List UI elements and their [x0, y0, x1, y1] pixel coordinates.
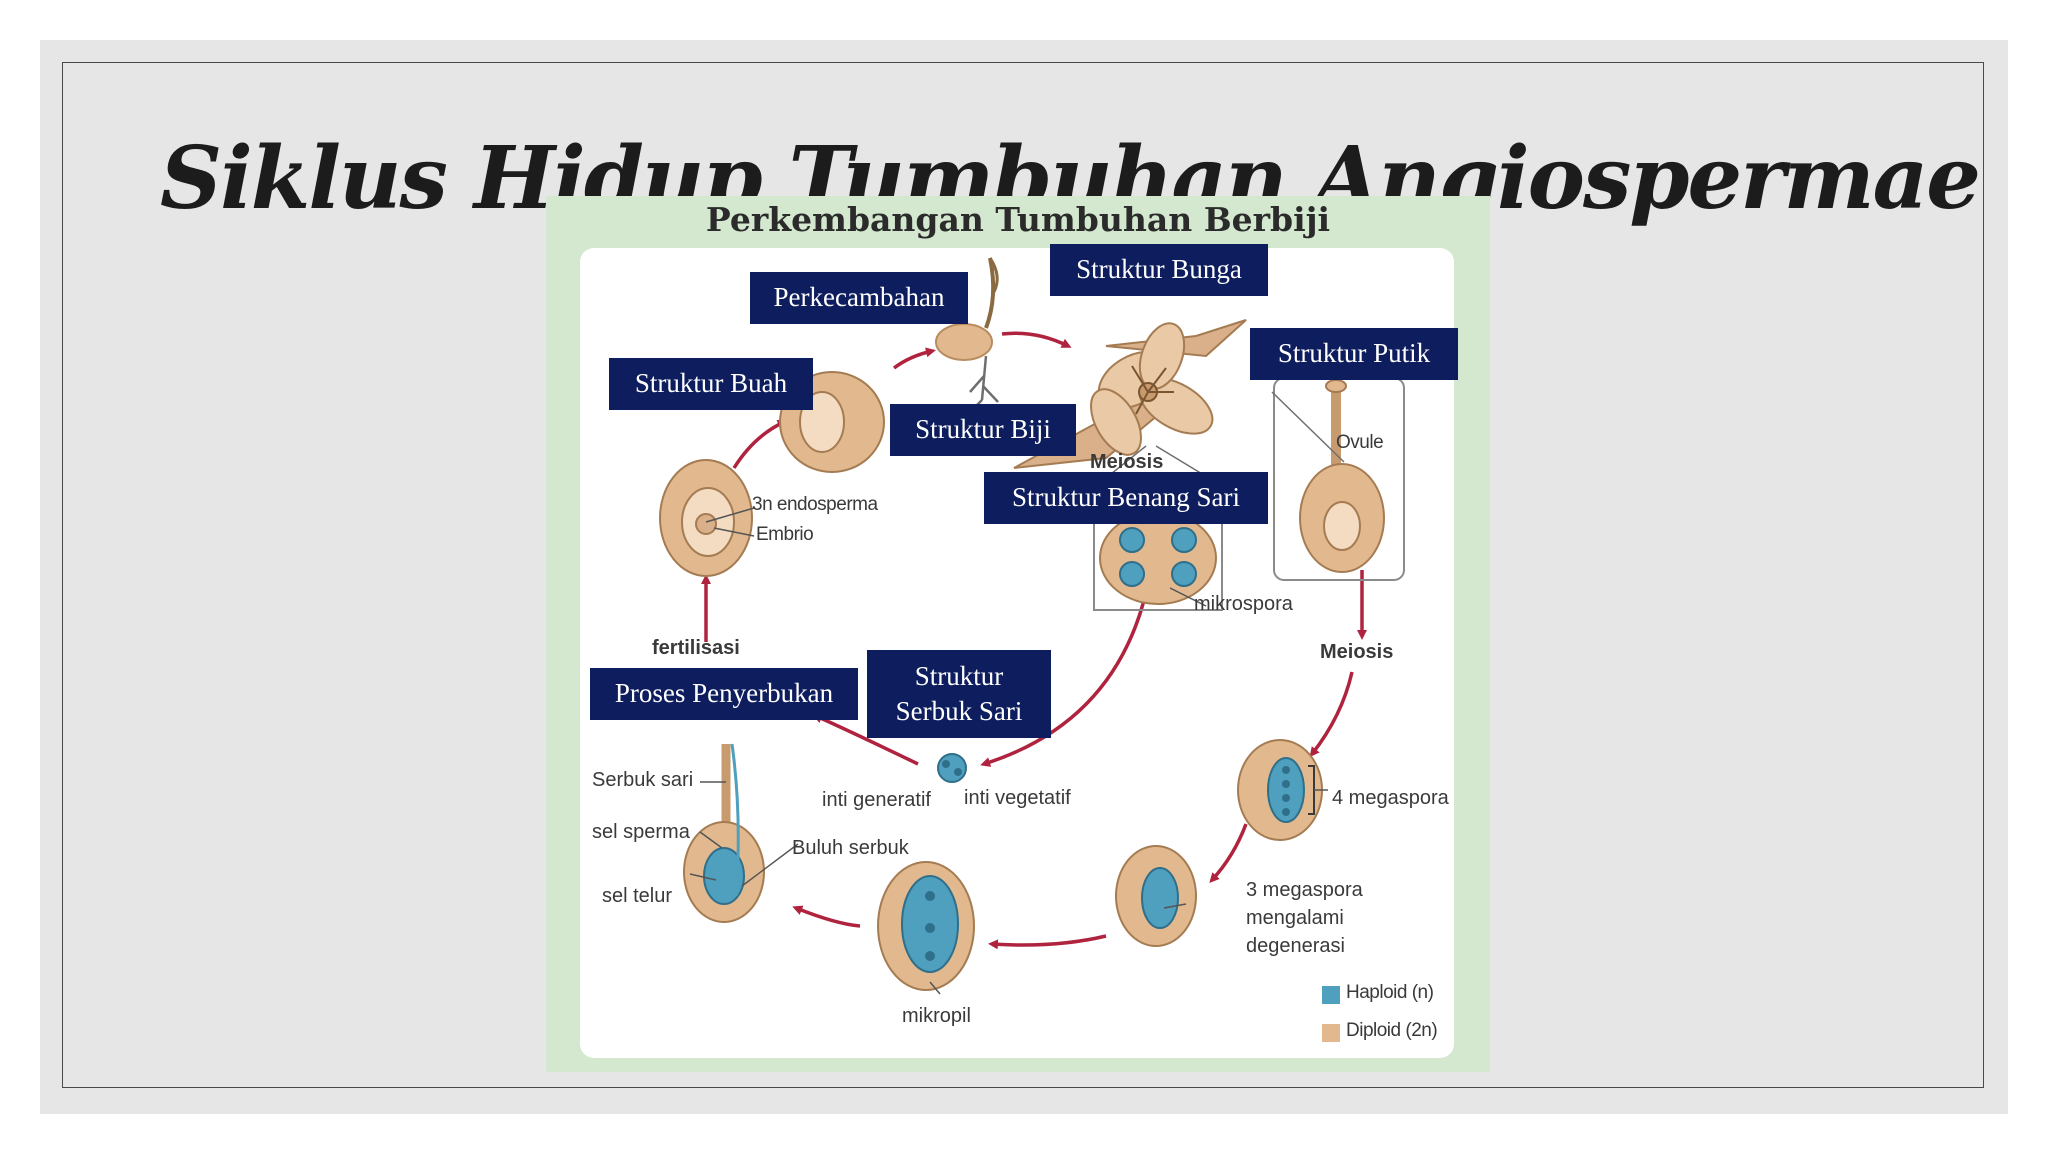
callout-perkecambahan: Perkecambahan — [750, 272, 968, 324]
embryo-sac-ovule — [877, 861, 975, 991]
slide-frame — [62, 62, 1984, 1088]
callout-struktur-buah: Struktur Buah — [609, 358, 813, 410]
label-inti-generatif: inti generatif — [822, 789, 931, 811]
callout-struktur-bunga: Struktur Bunga — [1050, 244, 1268, 296]
arrow-biji-to-kecambah — [892, 347, 936, 370]
label-sel-telur: sel telur — [602, 885, 673, 907]
label-meiosis-top: Meiosis — [1090, 451, 1164, 473]
four-megaspores — [1237, 739, 1323, 841]
arrow-kecambah-to-bunga — [1001, 331, 1072, 348]
legend-label-haploid: Haploid (n) — [1346, 982, 1434, 1003]
callout-struktur-serbuk-sari-line1: Struktur — [914, 660, 1004, 691]
label-endosperma: 3n endosperma — [752, 494, 878, 515]
label-4-megaspora: 4 megaspora — [1332, 787, 1449, 809]
germinating-seed — [935, 257, 999, 411]
label-mikropil: mikropil — [902, 1005, 971, 1027]
label-3-megaspora-line1: 3 megaspora — [1246, 879, 1363, 901]
pistil-illustration — [1271, 377, 1405, 581]
label-sel-sperma: sel sperma — [592, 821, 690, 843]
cycle-arrows — [701, 331, 1367, 950]
label-buluh-serbuk: Buluh serbuk — [792, 837, 909, 859]
arrow-4mega-to-3mega — [1209, 823, 1248, 883]
callout-struktur-benang-sari: Struktur Benang Sari — [984, 472, 1268, 524]
label-3-megaspora-line2: mengalami — [1246, 907, 1344, 929]
anther-cross-section — [1093, 445, 1223, 611]
label-fertilisasi: fertilisasi — [652, 637, 740, 659]
arrow-3mega-to-ovule — [988, 934, 1107, 950]
callout-struktur-biji: Struktur Biji — [890, 404, 1076, 456]
label-3-megaspora-line3: degenerasi — [1246, 935, 1345, 957]
legend-swatch-haploid — [1322, 986, 1340, 1004]
leader-lines — [689, 507, 1328, 995]
pollinated-ovule — [683, 743, 765, 923]
figure-title: Perkembangan Tumbuhan Berbiji — [705, 200, 1331, 239]
arrow-buah-to-biji — [732, 420, 788, 469]
callout-struktur-putik: Struktur Putik — [1250, 328, 1458, 380]
life-cycle-diagram — [659, 257, 1405, 995]
label-serbuk-sari: Serbuk sari — [592, 769, 694, 791]
label-ovule: Ovule — [1336, 432, 1384, 453]
label-inti-vegetatif: inti vegetatif — [964, 787, 1071, 809]
degenerating-megaspores — [1115, 845, 1197, 947]
arrow-ovule-to-pollination — [792, 905, 861, 928]
callout-proses-penyerbukan: Proses Penyerbukan — [590, 668, 858, 720]
callout-struktur-serbuk-sari-line2: Serbuk Sari — [895, 696, 1023, 726]
label-mikrospora: mikrospora — [1194, 593, 1293, 615]
legend-swatch-diploid — [1322, 1024, 1340, 1042]
pollen-grain — [937, 753, 967, 783]
arrow-meiosis-to-4megaspora — [1309, 671, 1354, 758]
callout-struktur-serbuk-sari: Struktur Serbuk Sari — [867, 650, 1051, 738]
fruit-illustration — [659, 459, 753, 577]
legend-label-diploid: Diploid (2n) — [1346, 1020, 1438, 1041]
label-embrio: Embrio — [756, 524, 814, 545]
label-meiosis-right: Meiosis — [1320, 641, 1394, 663]
